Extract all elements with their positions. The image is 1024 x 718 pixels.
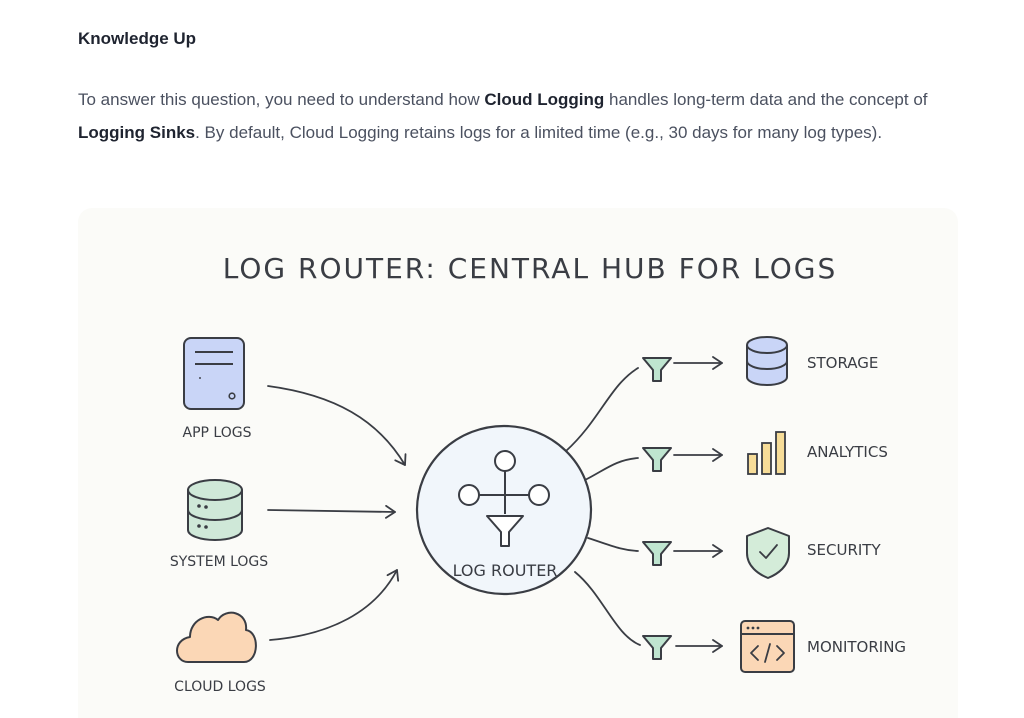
destination-label-monitoring: MONITORING: [807, 638, 906, 656]
arrow-system-to-router: [267, 504, 396, 519]
source-label-cloud-logs: CLOUD LOGS: [174, 679, 266, 695]
log-router-diagram: LOG ROUTER: CENTRAL HUB FOR LOGS APP LOG…: [78, 208, 958, 718]
intro-paragraph: To answer this question, you need to und…: [78, 84, 958, 149]
paragraph-text: . By default, Cloud Logging retains logs…: [195, 122, 883, 142]
route-to-monitoring: [574, 571, 641, 646]
cloud-logging-term: Cloud Logging: [484, 90, 605, 109]
destination-label-storage: STORAGE: [807, 354, 878, 372]
arrow-app-to-router: [267, 385, 407, 466]
destination-label-security: SECURITY: [807, 541, 881, 559]
funnel-icon: [642, 635, 672, 660]
hub-label: LOG ROUTER: [453, 561, 558, 580]
cloud-icon: [176, 611, 257, 663]
route-to-analytics: [584, 457, 639, 481]
diagram-canvas: LOG ROUTER: CENTRAL HUB FOR LOGS APP LOG…: [170, 252, 906, 695]
funnel-icon: [642, 357, 672, 382]
shield-check-icon: [746, 527, 790, 579]
arrow-cloud-to-router: [269, 569, 400, 641]
storage-icon: [746, 336, 788, 386]
diagram-title: LOG ROUTER: CENTRAL HUB FOR LOGS: [223, 252, 837, 285]
bar-chart-icon: [747, 431, 786, 475]
paragraph-text: handles long-term data and the concept o…: [604, 90, 928, 109]
source-label-system-logs: SYSTEM LOGS: [170, 554, 268, 570]
code-window-icon: [740, 620, 795, 673]
funnel-icon: [642, 447, 672, 472]
funnel-icon: [642, 541, 672, 566]
database-icon: [187, 479, 243, 541]
source-label-app-logs: APP LOGS: [183, 425, 252, 441]
route-to-security: [587, 537, 639, 552]
route-to-storage: [565, 367, 639, 452]
section-heading: Knowledge Up: [78, 29, 197, 48]
paragraph-text: To answer this question, you need to und…: [78, 90, 485, 109]
server-icon: [183, 337, 245, 410]
logging-sinks-term: Logging Sinks: [78, 122, 196, 142]
router-network-icon: [458, 450, 550, 547]
destination-label-analytics: ANALYTICS: [807, 443, 888, 461]
